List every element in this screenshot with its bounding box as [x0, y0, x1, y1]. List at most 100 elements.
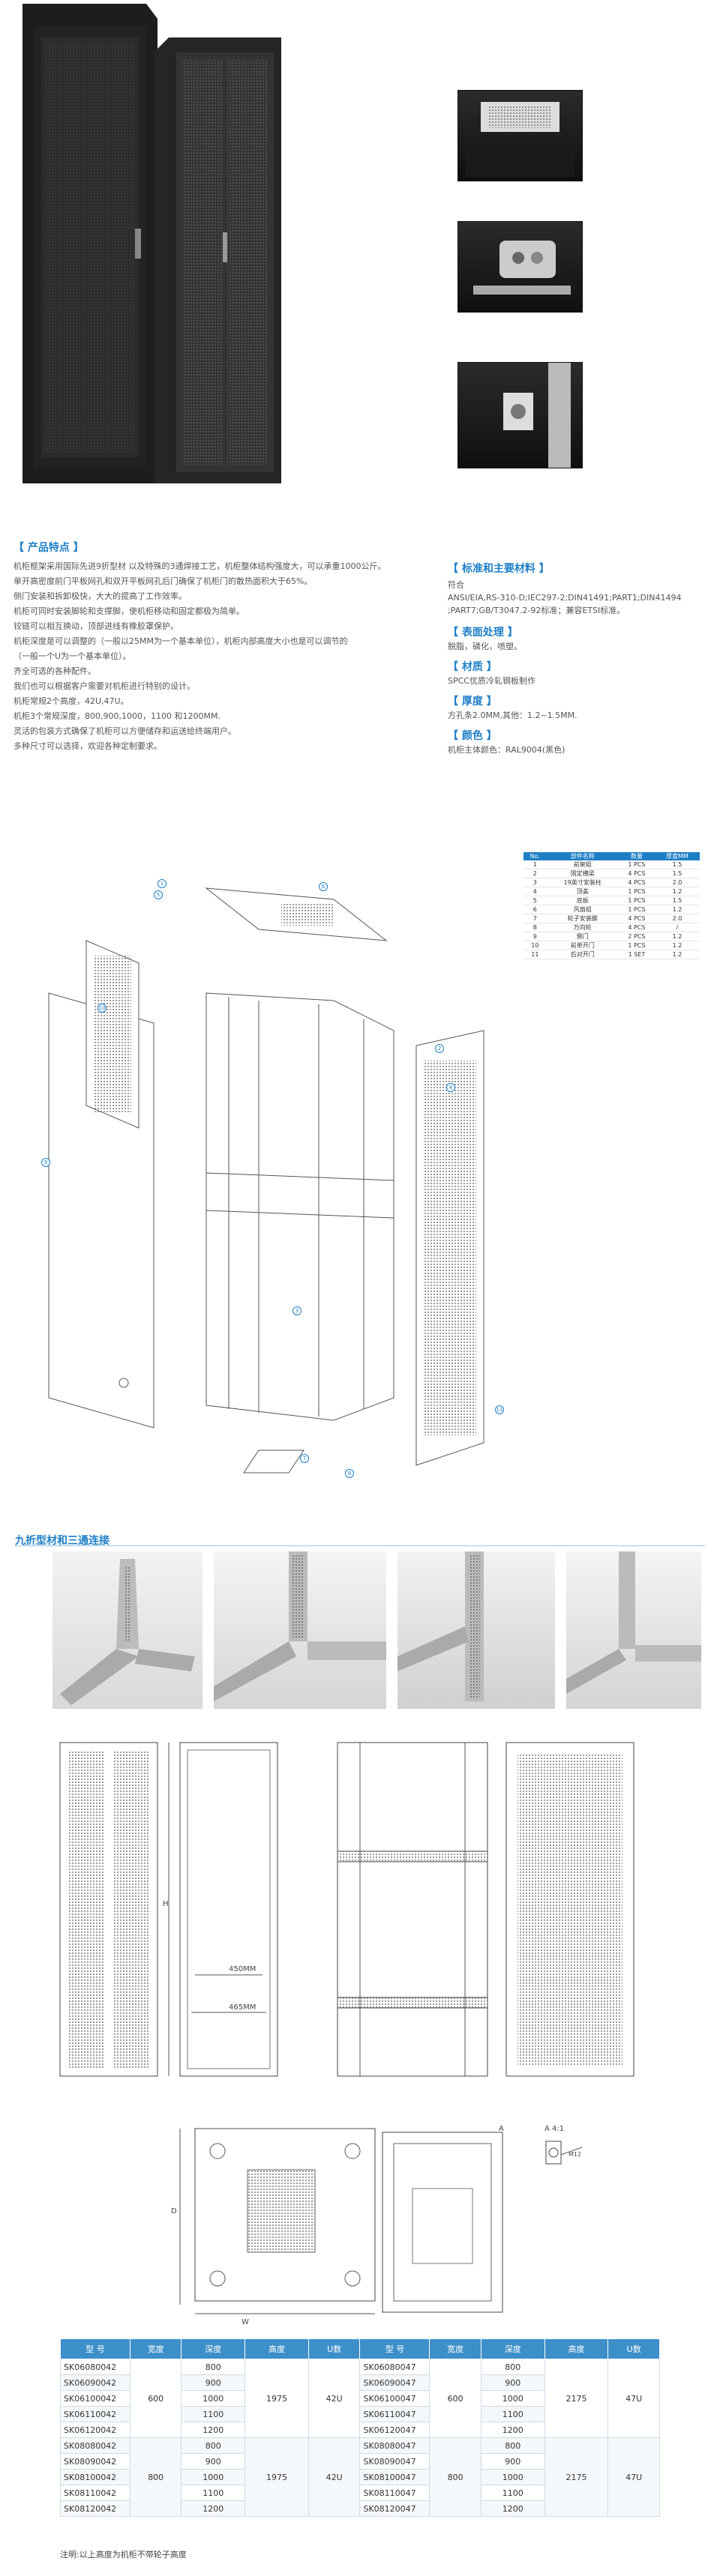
profile-section-underline: [15, 1545, 705, 1546]
depth-cell: 900: [480, 2374, 545, 2391]
dim-width-label: W: [242, 2318, 249, 2326]
cell: 19英寸安装柱: [546, 878, 619, 887]
cell: 4 PCS: [618, 878, 655, 887]
side-view-drawing: [330, 1739, 645, 2091]
models-header: U数: [308, 2338, 361, 2359]
table-row: SK08120042 1200 SK08120047 1200: [60, 2500, 660, 2517]
callout-8: 8: [345, 1469, 354, 1478]
height-cell: 1975: [244, 2437, 309, 2517]
models-header: 高度: [244, 2338, 309, 2359]
cell: 万向轮: [546, 923, 619, 932]
callout-4: 4: [446, 1083, 455, 1092]
depth-cell: 1200: [480, 2500, 545, 2517]
cell: 1 SET: [618, 950, 655, 959]
width-cell: 600: [129, 2359, 182, 2438]
cell: 9: [524, 932, 547, 941]
parts-header: No.: [524, 852, 547, 860]
feature-line: 灵活的包装方式确保了机柜可以方便储存和运送给终端用户。: [14, 726, 236, 736]
cell: 10: [524, 941, 547, 950]
model-cell: SK08120047: [359, 2500, 430, 2517]
models-header: 型 号: [359, 2338, 430, 2359]
thickness-text: 方孔条2.0MM,其他：1.2~1.5MM.: [448, 711, 578, 720]
joint-photo-2: [214, 1551, 386, 1709]
specs-section: 【 标准和主要材料 】 符合 ANSI/EIA,RS-310-D;IEC297-…: [448, 561, 710, 758]
feature-line: 机柜框架采用国际先进9折型材 以及特殊的3通焊接工艺，机柜整体结构强度大，可以承…: [14, 561, 386, 571]
cell: 1: [524, 860, 547, 869]
cell: 4 PCS: [618, 914, 655, 923]
cell: 1 PCS: [618, 860, 655, 869]
cell: 2: [524, 869, 547, 878]
cell: 1 PCS: [618, 941, 655, 950]
feature-line: 机柜3个常规深度，800,900,1000，1100 和1200MM.: [14, 711, 220, 721]
callout-1: 1: [158, 879, 166, 888]
depth-cell: 800: [181, 2359, 246, 2375]
models-header: 深度: [480, 2338, 545, 2359]
u-cell: 47U: [608, 2359, 660, 2438]
cell: 轮子安装脚: [546, 914, 619, 923]
depth-cell: 800: [480, 2437, 545, 2454]
model-cell: SK08100047: [359, 2469, 430, 2485]
cell: 7: [524, 914, 547, 923]
cell: 11: [524, 950, 547, 959]
cell: 2.0: [654, 878, 700, 887]
cell: 1.5: [654, 869, 700, 878]
cell: 1.5: [654, 860, 700, 869]
table-row: SK08080042 800 800 1975 42U SK08080047 8…: [60, 2437, 660, 2517]
dim-depth-label: D: [171, 2207, 177, 2215]
rack-rear-image: [154, 37, 281, 483]
cell: 1 PCS: [618, 887, 655, 896]
cell: 侧门: [546, 932, 619, 941]
depth-cell: 800: [181, 2437, 246, 2454]
cell: 4: [524, 887, 547, 896]
joint-photo-1: [52, 1551, 202, 1709]
width-cell: 800: [429, 2437, 482, 2517]
depth-cell: 1100: [181, 2485, 246, 2501]
table-row: SK06110042 1100 SK06110047 1100: [60, 2406, 660, 2422]
model-cell: SK06110047: [359, 2406, 430, 2422]
detail-a-drawing: [544, 2140, 590, 2170]
feature-line: 齐全可选的各种配件。: [14, 666, 96, 676]
detail-a-thread: M12: [568, 2151, 582, 2158]
cell: 1.2: [654, 941, 700, 950]
cell: 1.2: [654, 905, 700, 914]
model-cell: SK06100047: [359, 2390, 430, 2407]
detail-photo-top-fan: [458, 90, 583, 181]
table-row: SK06100042 1000 SK06100047 1000: [60, 2390, 660, 2407]
table-row: SK06090042 900 SK06090047 900: [60, 2374, 660, 2391]
cell: 风扇组: [546, 905, 619, 914]
height-cell: 2175: [544, 2437, 609, 2517]
feature-line: 侧门安装和拆卸极快，大大的提高了工作效率。: [14, 591, 187, 601]
top-view-drawing: [172, 2125, 398, 2320]
cell: 1.2: [654, 932, 700, 941]
rack-photo-rear: [154, 37, 289, 487]
models-header: 宽度: [129, 2338, 182, 2359]
depth-cell: 1100: [480, 2485, 545, 2501]
parts-header: 部件名称: [546, 852, 619, 860]
callout-5: 5: [154, 890, 163, 899]
model-cell: SK08100042: [60, 2469, 130, 2485]
callout-3: 3: [292, 1306, 302, 1315]
depth-cell: 1000: [480, 2469, 545, 2485]
cell: 2 PCS: [618, 932, 655, 941]
feature-line: 我们也可以根据客户需要对机柜进行特别的设计。: [14, 681, 195, 691]
feature-line: 多种尺寸可以选择，欢迎各种定制要求。: [14, 741, 162, 751]
material-text: SPCC优质冷轧钢板制作: [448, 676, 536, 686]
cell: 1 PCS: [618, 905, 655, 914]
material-heading: 【 材质 】: [448, 661, 497, 673]
depth-cell: 1200: [480, 2422, 545, 2438]
cell: 后对开门: [546, 950, 619, 959]
detail-photo-hinge: [458, 221, 583, 313]
parts-header: 数量: [618, 852, 655, 860]
u-cell: 42U: [308, 2359, 361, 2438]
dim-height-label: H: [163, 1900, 169, 1908]
thickness-heading: 【 厚度 】: [448, 696, 497, 708]
cell: 1.2: [654, 887, 700, 896]
depth-cell: 1200: [181, 2422, 246, 2438]
width-cell: 800: [129, 2437, 182, 2517]
bottom-view-drawing: [379, 2129, 506, 2323]
